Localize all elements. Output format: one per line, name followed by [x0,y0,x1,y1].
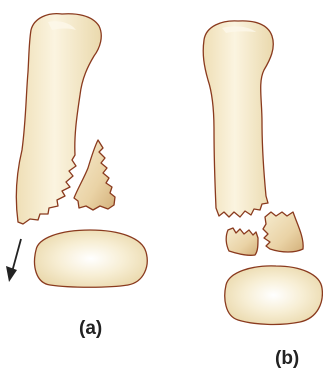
fracture-fragment-b-right [263,212,303,252]
lower-bone-b [225,266,323,325]
lower-bone-a [35,230,148,287]
displacement-arrow [6,239,21,282]
panel-label-a: (a) [79,318,102,339]
panel-b: (b) [203,21,322,369]
fracture-fragment-a [74,140,115,210]
bone-shaft-b [203,21,273,217]
fracture-fragment-b-left [226,228,258,255]
panel-label-b: (b) [275,348,299,369]
panel-a: (a) [6,14,147,339]
